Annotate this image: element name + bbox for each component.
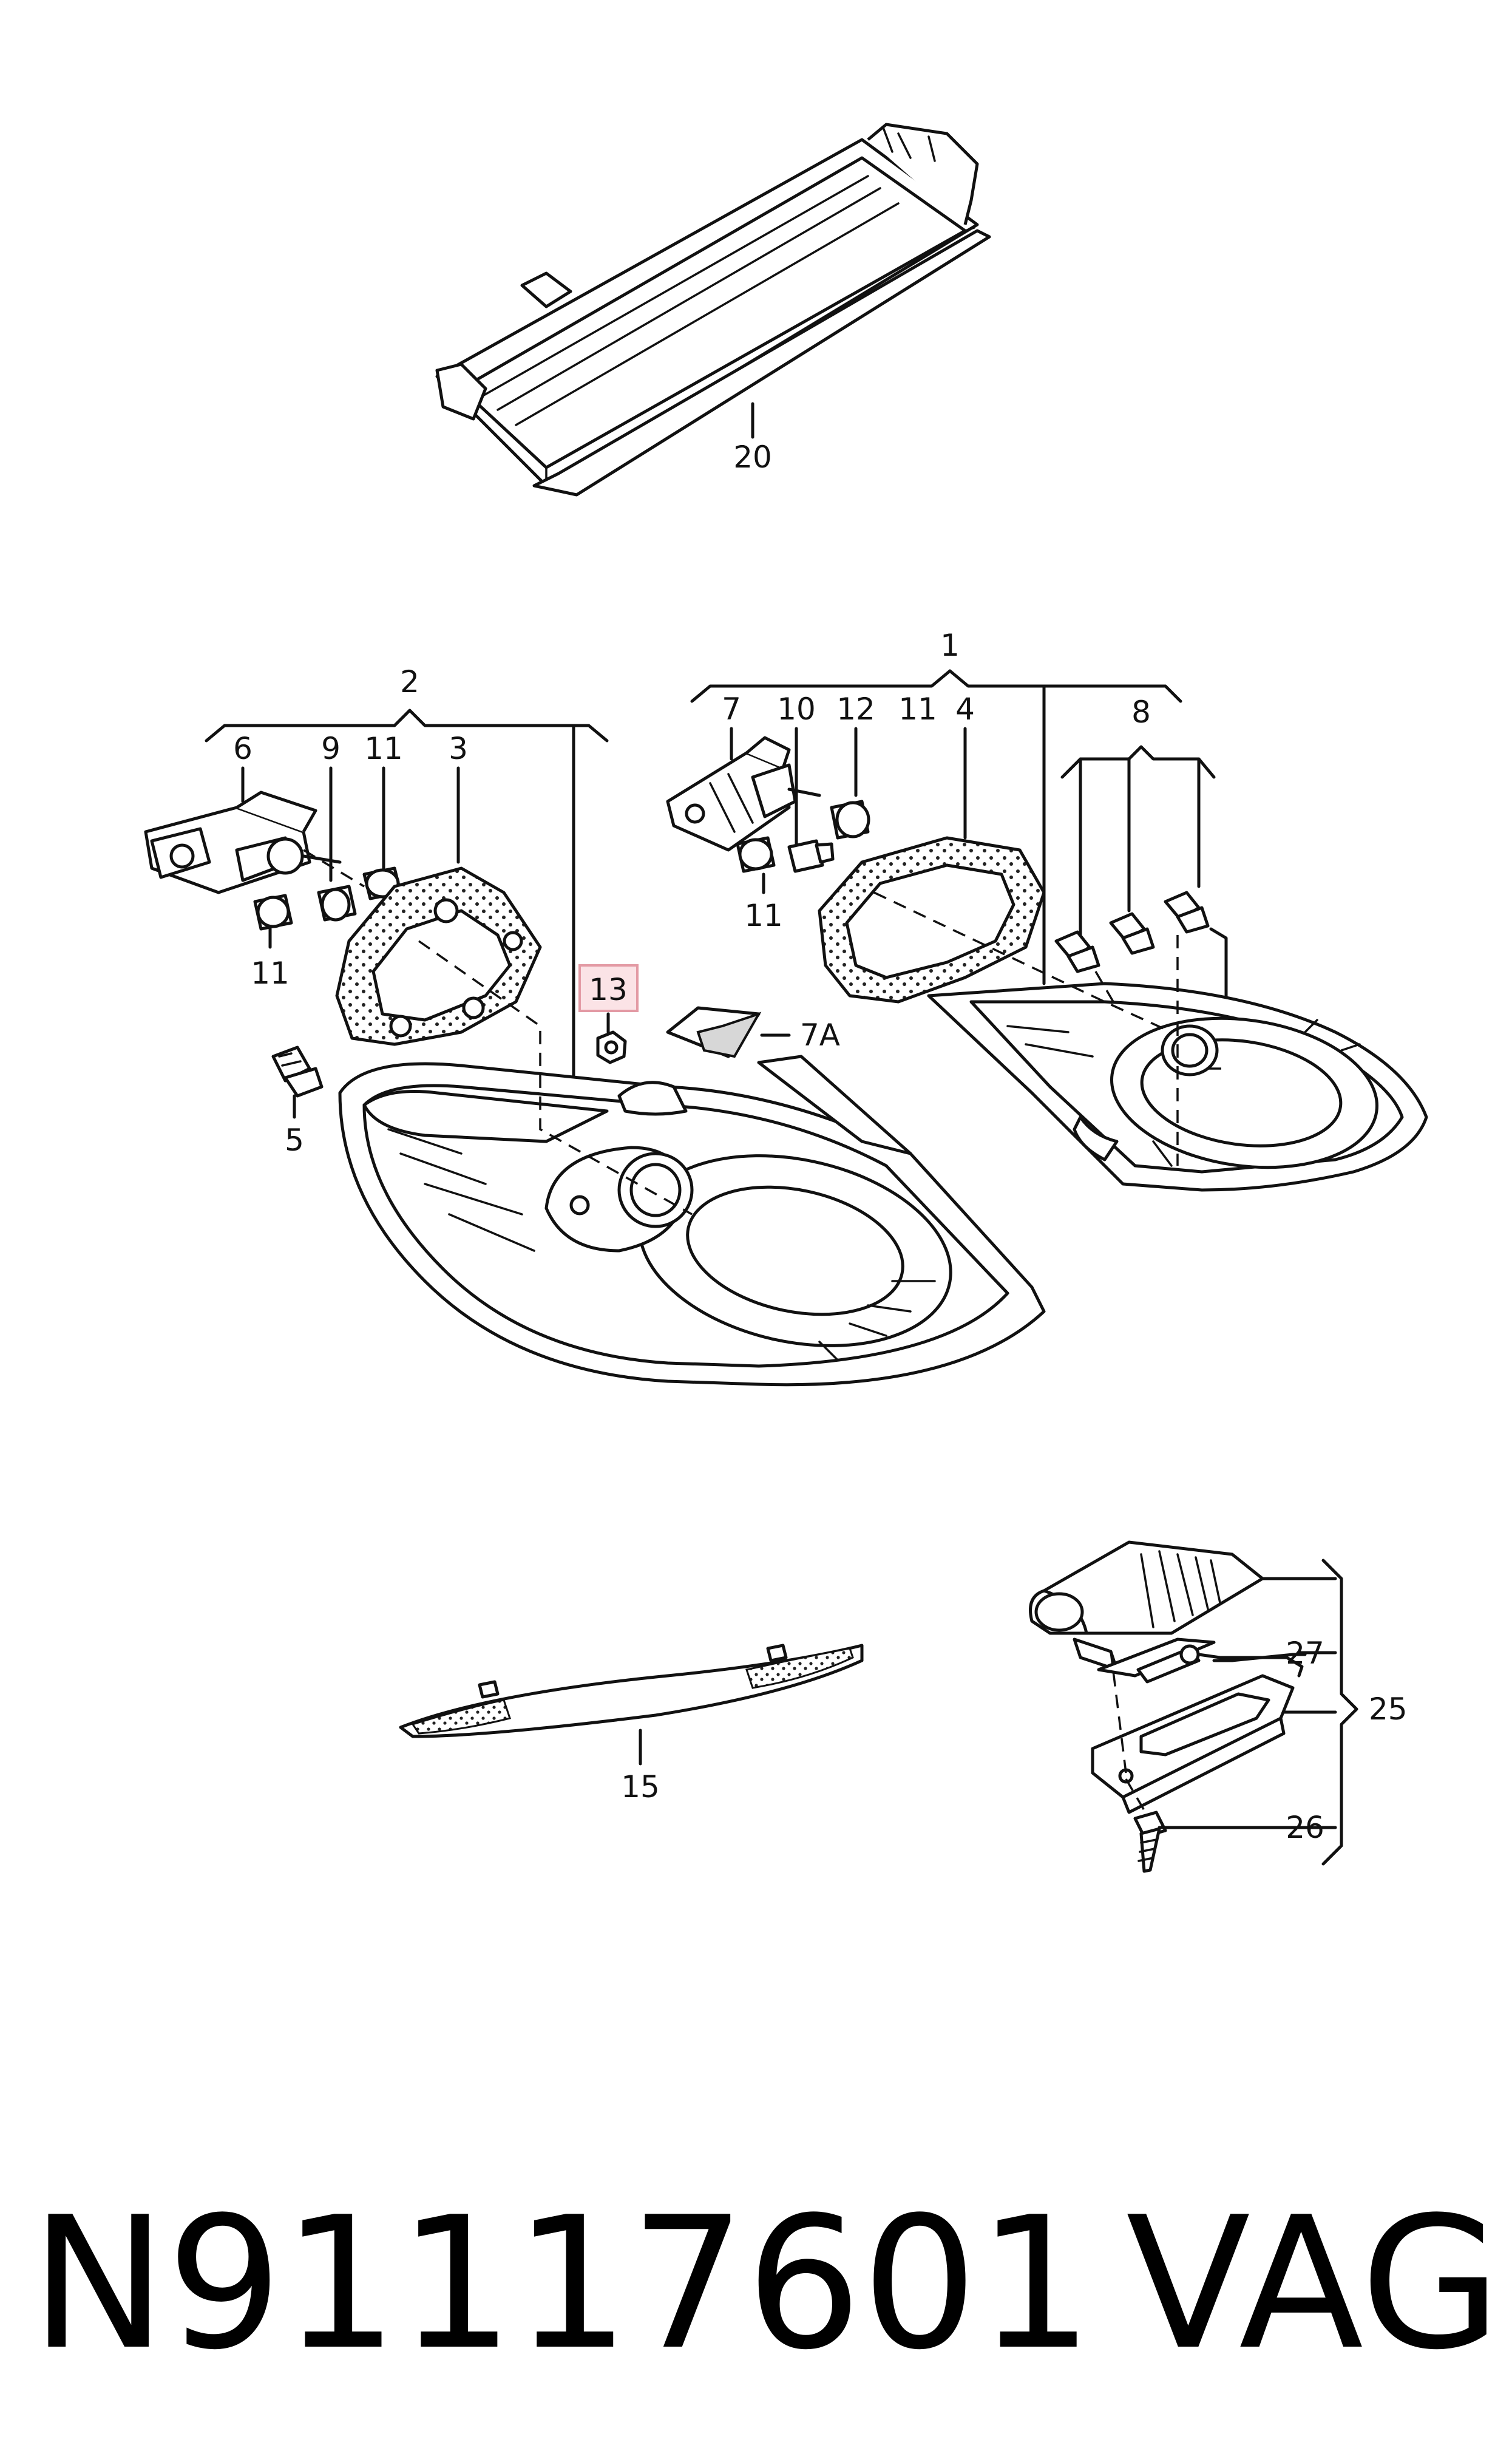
part-8-screw-c <box>1164 891 1210 934</box>
part-12-bulb <box>830 800 870 840</box>
callout-11-top-right: 11 <box>898 692 937 727</box>
callout-20: 20 <box>733 440 772 475</box>
part-11-bulb-right <box>736 836 776 873</box>
callout-12: 12 <box>836 692 875 727</box>
part-13-nut <box>596 1030 627 1064</box>
assembly-line-left-a <box>418 940 693 1216</box>
part-7A-label <box>666 1006 762 1058</box>
callout-6: 6 <box>233 731 253 766</box>
callout-3: 3 <box>449 731 468 766</box>
callout-5: 5 <box>285 1123 304 1158</box>
part-3-gasket <box>335 866 542 1046</box>
part-5-screw <box>271 1046 324 1098</box>
part-15-reflector <box>399 1644 864 1738</box>
part-1-right-tail-lamp <box>927 982 1428 1192</box>
footer-brand: VAG <box>1126 2178 1501 2390</box>
part-7-bulb-holder <box>666 736 821 852</box>
callout-13: 13 <box>589 972 628 1007</box>
bracket-1 <box>690 669 1182 703</box>
part-25-license-plate-light <box>1029 1540 1295 1873</box>
callout-8: 8 <box>1131 695 1151 730</box>
part-4-gasket <box>818 836 1046 1004</box>
callout-26: 26 <box>1286 1810 1324 1845</box>
part-10-bulb <box>787 839 835 873</box>
part-11-bulb-lower-left <box>253 894 293 931</box>
callout-11-top-left: 11 <box>364 731 403 766</box>
callout-7A: 7A <box>800 1018 840 1053</box>
part-20-brake-light <box>435 123 991 497</box>
callout-11-lower-left: 11 <box>251 956 290 991</box>
callout-27: 27 <box>1286 1636 1324 1671</box>
callout-25: 25 <box>1369 1692 1408 1727</box>
callout-4: 4 <box>955 692 975 727</box>
part-8-screw-b <box>1109 912 1155 955</box>
highlight-box-13 <box>578 964 639 1012</box>
assembly-line-right-b <box>1176 935 1226 1166</box>
part-6-bulb-holder <box>144 791 342 894</box>
callout-1: 1 <box>940 628 960 663</box>
assembly-line-left-b <box>303 849 365 888</box>
bracket-2 <box>205 709 609 743</box>
callout-10: 10 <box>777 692 816 727</box>
assembly-line-right-c <box>1094 971 1118 1008</box>
callout-15: 15 <box>621 1769 660 1804</box>
part-9-bulb <box>317 885 357 922</box>
callout-11-lower-right: 11 <box>744 898 783 933</box>
callout-2: 2 <box>400 664 419 699</box>
bracket-25 <box>1321 1559 1358 1866</box>
part-2-left-tail-lamp <box>338 1055 1046 1387</box>
part-8-screw-a <box>1054 930 1100 973</box>
callout-7: 7 <box>722 692 741 727</box>
callout-9: 9 <box>321 731 341 766</box>
bracket-8 <box>1060 745 1216 779</box>
footer-part-number: N91117601 <box>30 2178 1093 2390</box>
